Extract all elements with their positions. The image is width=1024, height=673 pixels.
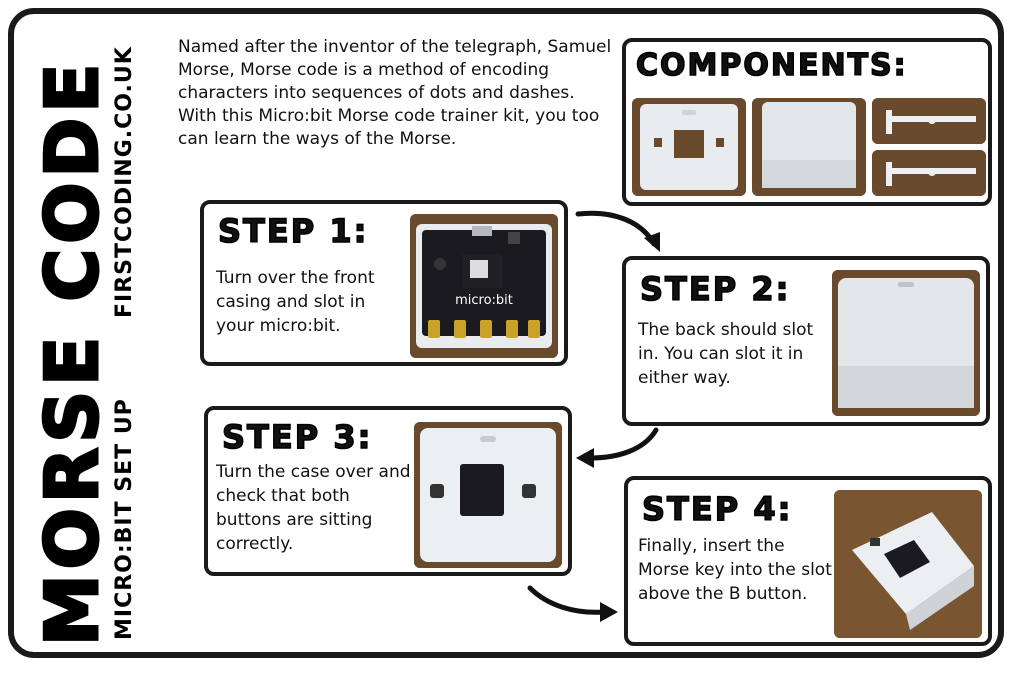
step-2-photo — [832, 270, 980, 416]
morse-key-photo-2 — [872, 150, 986, 196]
front-casing-photo — [632, 98, 746, 196]
components-panel: COMPONENTS: — [622, 38, 992, 206]
subtitle-label: MICRO:BIT SET UP — [112, 398, 137, 640]
arrow-step2-to-step3 — [576, 427, 659, 468]
website-label: FIRSTCODING.CO.UK — [112, 46, 137, 318]
step-3-photo — [414, 422, 562, 568]
step-4-text: Finally, insert the Morse key into the s… — [638, 536, 832, 604]
step-2-panel: STEP 2: The back should slot in. You can… — [622, 256, 990, 426]
step-1-text: Turn over the front casing and slot in y… — [216, 268, 375, 336]
step-1-title: STEP 1: — [217, 211, 369, 251]
arrow-step1-to-step2 — [575, 210, 660, 252]
intro-paragraph: Named after the inventor of the telegrap… — [178, 37, 612, 149]
components-title: COMPONENTS: — [635, 47, 908, 84]
step-2-text: The back should slot in. You can slot it… — [638, 320, 814, 388]
main-title: MORSE CODE — [29, 57, 116, 647]
step-1-photo: micro:bit — [410, 214, 558, 358]
step-4-title: STEP 4: — [641, 489, 793, 529]
step-3-panel: STEP 3: Turn the case over and check tha… — [204, 406, 572, 576]
step-1-panel: STEP 1: Turn over the front casing and s… — [200, 200, 568, 366]
step-3-title: STEP 3: — [221, 417, 373, 457]
step-2-title: STEP 2: — [639, 269, 791, 309]
back-casing-photo — [752, 98, 866, 196]
step-3-text: Turn the case over and check that both b… — [216, 462, 411, 554]
step-4-panel: STEP 4: Finally, insert the Morse key in… — [624, 476, 992, 646]
morse-key-photo-1 — [872, 98, 986, 144]
arrow-step3-to-step4 — [527, 585, 618, 622]
step-4-photo — [834, 490, 982, 638]
board-label: micro:bit — [455, 293, 513, 308]
